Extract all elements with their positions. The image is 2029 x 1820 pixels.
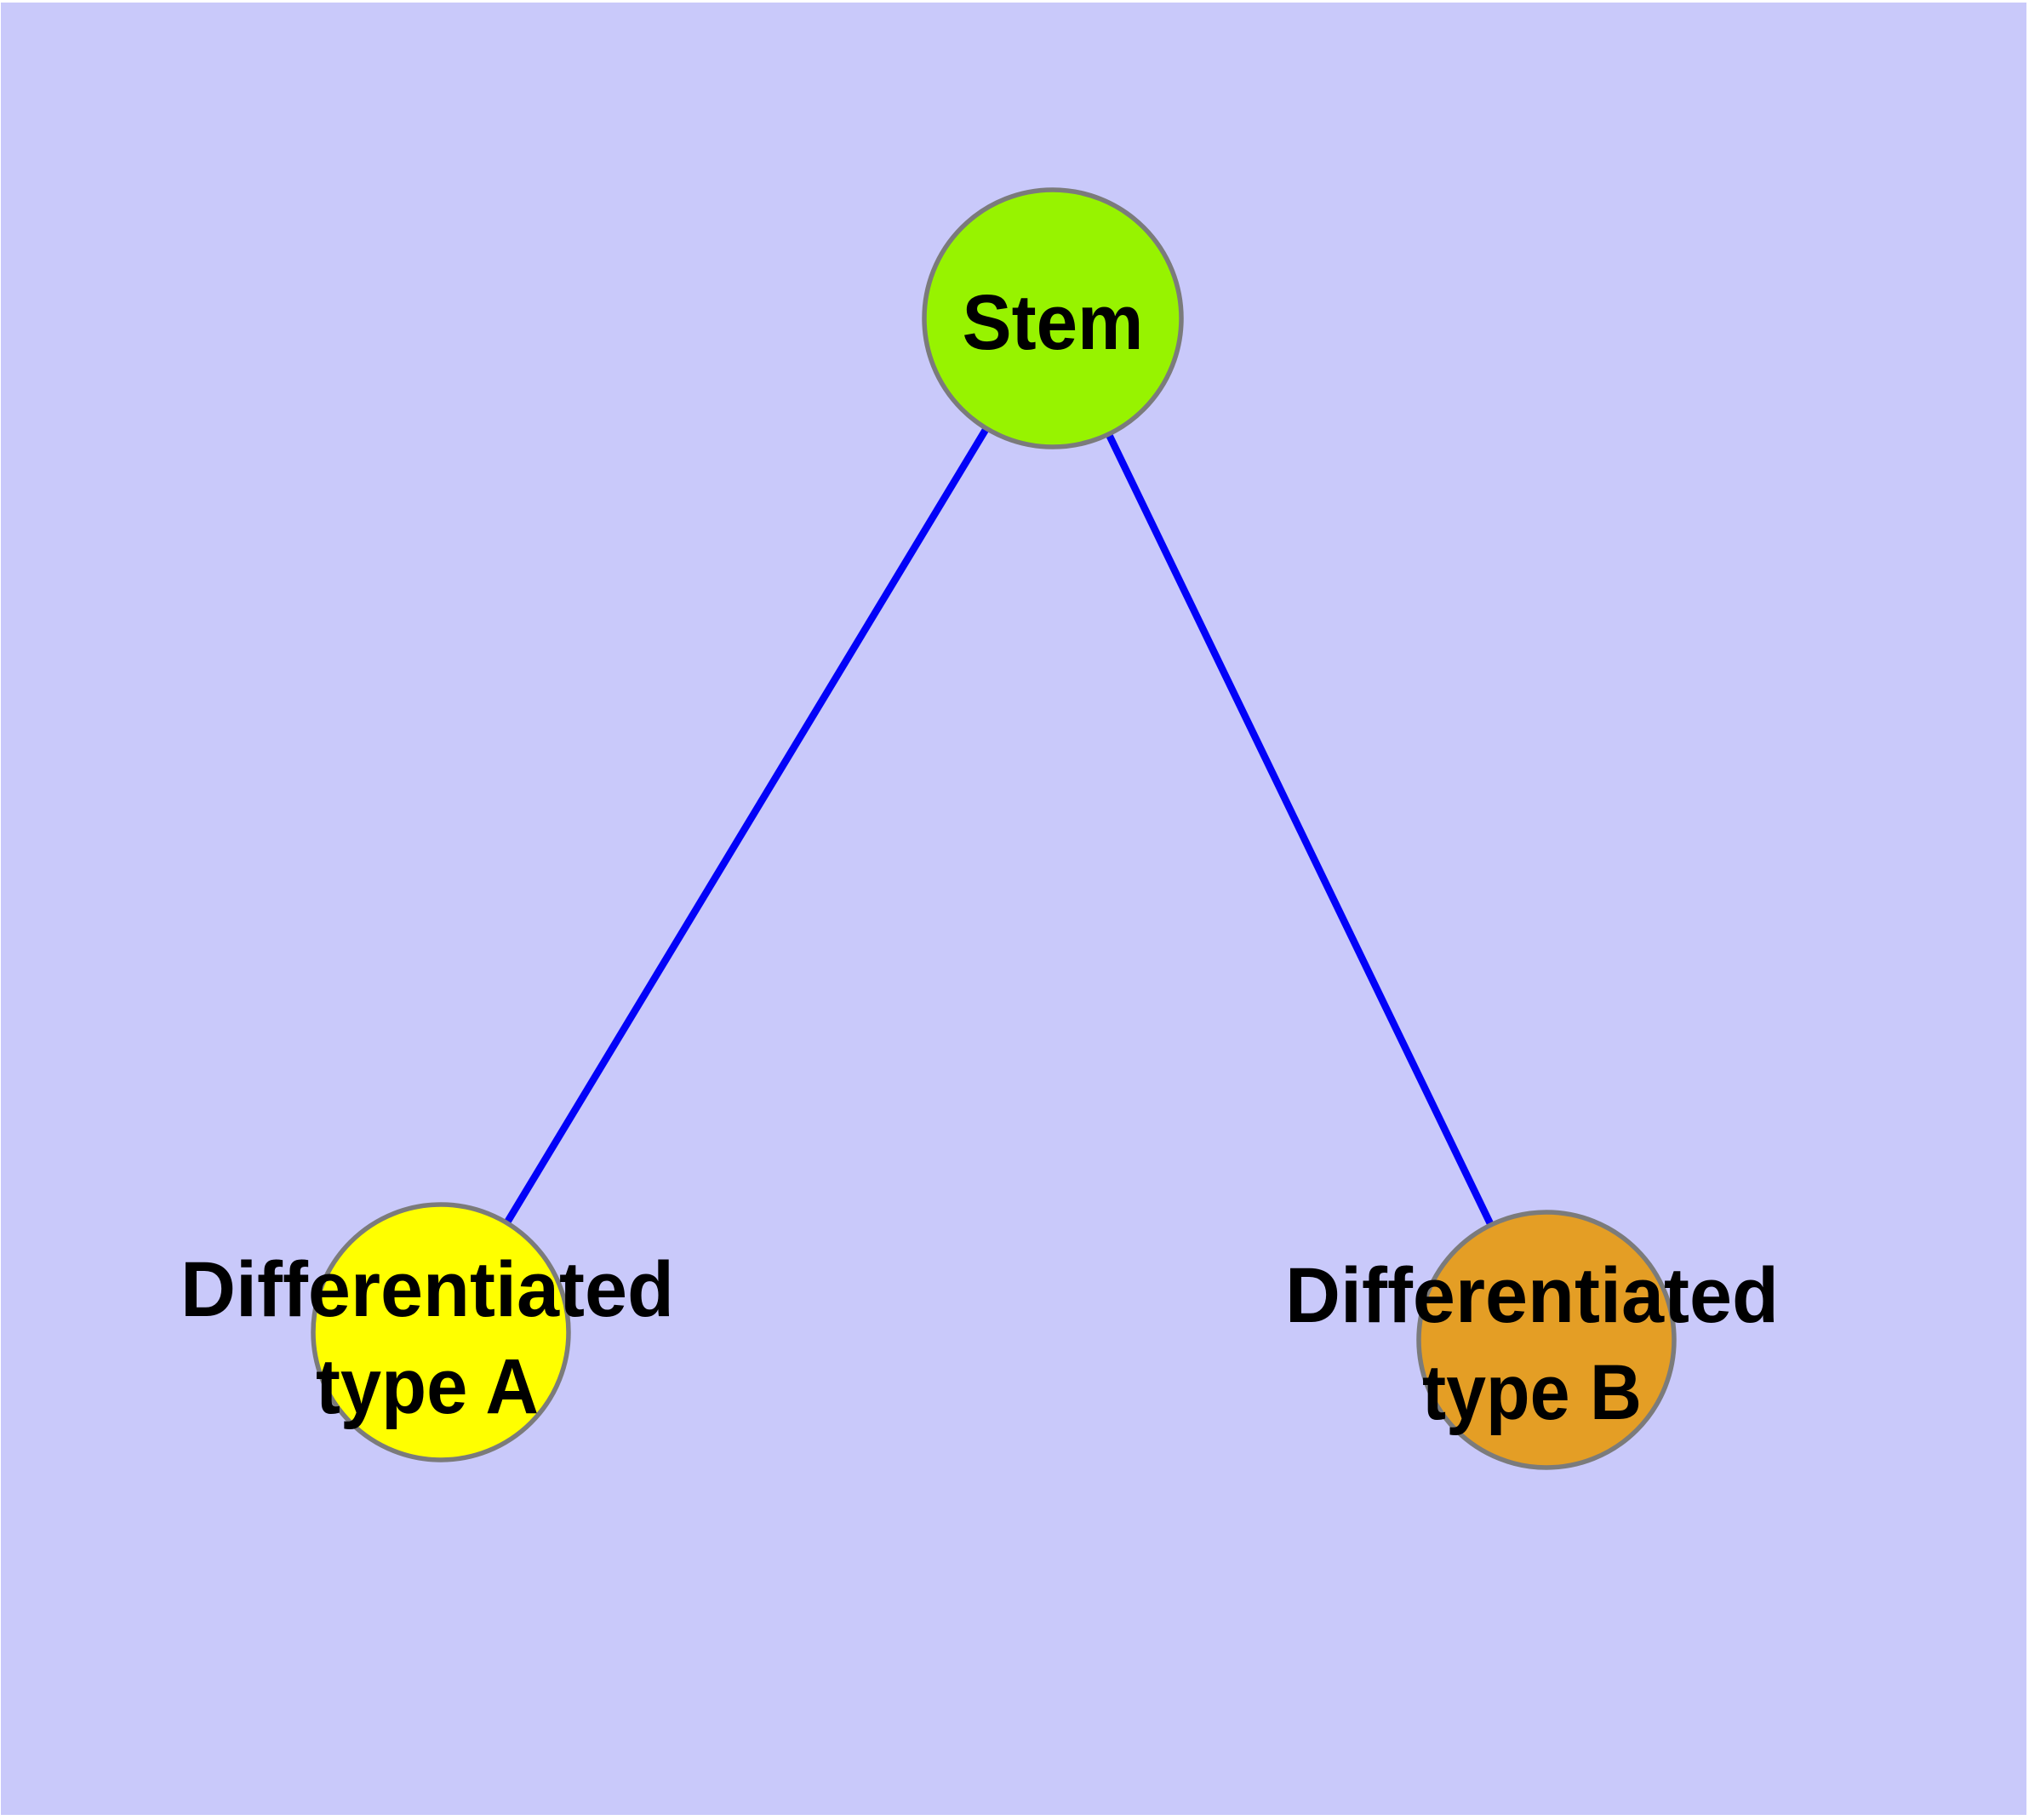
node-stem — [922, 187, 1184, 449]
node-stem-label: Stem — [963, 279, 1144, 366]
node-differentiated-type-b — [1416, 1210, 1677, 1470]
node-differentiated-type-a — [311, 1202, 571, 1462]
edge-stem-to-differentiated-type-b — [1049, 317, 1550, 1342]
node-differentiated-type-a-label: Differentiated type A — [180, 1246, 674, 1430]
node-stem-label-line-1: Stem — [963, 279, 1144, 366]
edge-stem-to-differentiated-type-a — [437, 316, 1056, 1335]
node-differentiated-type-b-label: Differentiated type B — [1285, 1252, 1779, 1436]
node-differentiated-type-a-label-line-1: Differentiated — [180, 1246, 674, 1333]
node-differentiated-type-a-label-line-2: type A — [316, 1343, 539, 1430]
node-differentiated-type-b-label-line-2: type B — [1422, 1349, 1642, 1436]
node-differentiated-type-b-label-line-1: Differentiated — [1285, 1252, 1779, 1339]
